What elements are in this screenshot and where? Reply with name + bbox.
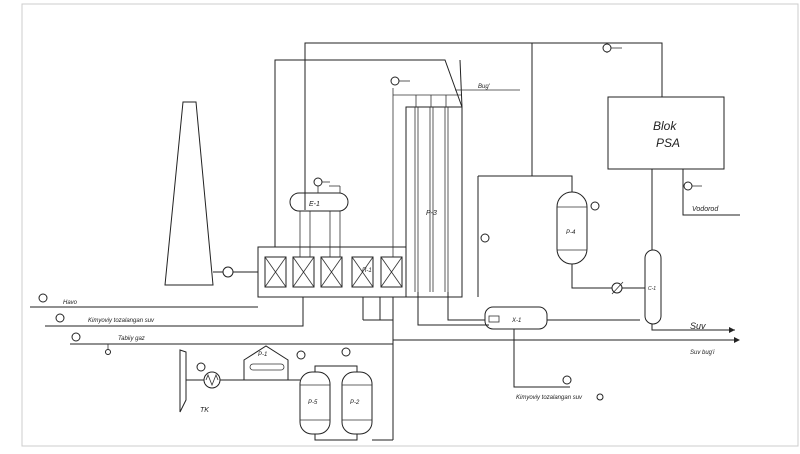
valve-icon: [596, 393, 604, 401]
psa-block-title: Blok: [653, 119, 677, 133]
reformer-p3: [405, 106, 463, 298]
instrument-icon: [55, 313, 65, 323]
instrument-icon: [480, 233, 490, 243]
instrument-icon: [38, 293, 48, 303]
reactor-p5-label: P-5: [308, 400, 318, 406]
psa-block: [607, 96, 725, 170]
water-label: Suv: [690, 321, 706, 331]
heater-p1: [243, 345, 289, 381]
chimney: [164, 101, 214, 286]
instrument-icon: [390, 76, 400, 86]
reactor-p4: [556, 191, 588, 265]
tk-label: TK: [200, 407, 209, 414]
heat-exchanger-cells: [264, 256, 403, 288]
turbocompressor: [179, 349, 187, 413]
drawing-frame: [21, 3, 799, 447]
psa-block-subtitle: PSA: [656, 136, 680, 150]
cooler-label: X-1: [511, 318, 521, 324]
steam-label: Bug': [478, 84, 491, 90]
hydrogen-label: Vodorod: [692, 206, 719, 213]
furnace-label: П-1: [362, 268, 372, 274]
instrument-icon: [196, 362, 206, 372]
instrument-icon: [590, 201, 600, 211]
separator-c1: [644, 249, 662, 325]
smoke-fan-icon: [222, 266, 234, 278]
drum-e1-label: E-1: [309, 201, 320, 208]
chem-water-top-label: Kimyoviy tozalangan suv: [88, 318, 155, 324]
reformer-tubes: [414, 107, 449, 292]
instrument-icon: [296, 350, 306, 360]
top-loop-line: [274, 59, 463, 247]
top-main-line: [304, 42, 663, 210]
cooler-x1: [484, 306, 548, 330]
heater-p1-label: P-1: [258, 352, 267, 358]
reactor-p4-label: P-4: [566, 230, 576, 236]
instrument-icon: [313, 177, 323, 187]
reactor-p2-label: P-2: [350, 400, 360, 406]
chem-water-line: [45, 297, 304, 327]
instrument-icon: [683, 181, 693, 191]
chem-water-bottom-label: Kimyoviy tozalangan suv: [516, 395, 583, 401]
instrument-icon: [71, 332, 81, 342]
steam-out-label: Suv bug'i: [690, 350, 715, 356]
instrument-icon: [341, 347, 351, 357]
instrument-icon: [562, 375, 572, 385]
separator-label: C-1: [648, 286, 656, 292]
instrument-icon: [602, 43, 612, 53]
valve-icon: [105, 349, 111, 355]
reformer-p3-label: P-3: [426, 210, 437, 217]
air-label: Havo: [63, 300, 78, 306]
natural-gas-label: Tabiiy gaz: [118, 336, 145, 342]
